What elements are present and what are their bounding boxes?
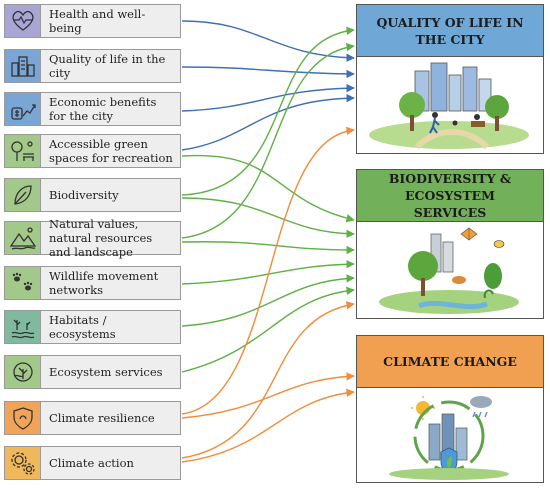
mountain-landscape-icon [5, 222, 41, 254]
item-label: Accessible green spaces for recreation [49, 137, 173, 165]
item-climate-action: Climate action [4, 446, 181, 480]
item-label: Biodiversity [49, 188, 119, 202]
item-biodiversity: Biodiversity [4, 178, 181, 212]
arrow-resilience-to-quality [181, 126, 355, 415]
item-label: Natural values, natural resources and la… [49, 217, 153, 259]
item-quality-of-life: Quality of life in the city [4, 49, 181, 83]
habitat-icon [5, 311, 41, 343]
arrow-biodiversity-to-bio [181, 197, 355, 238]
panel-title: CLIMATE CHANGE [357, 336, 543, 388]
item-label: Health and well-being [49, 7, 146, 35]
arrow-natural-to-quality [181, 42, 355, 239]
arrow-wildlife-to-bio [181, 260, 355, 285]
heart-pulse-icon [5, 5, 41, 37]
shield-icon [5, 402, 41, 434]
item-label: Climate resilience [49, 411, 155, 425]
item-ecosystem-services: Ecosystem services [4, 355, 181, 389]
city-park-illustration [357, 57, 543, 153]
city-buildings-icon [5, 50, 41, 82]
biodiversity-illustration [357, 222, 543, 318]
arrow-health-to-quality [181, 20, 355, 62]
item-economic-benefits: Economic benefits for the city [4, 92, 181, 126]
panel-quality-of-life: QUALITY OF LIFE IN THE CITY [356, 4, 544, 154]
gears-icon [5, 447, 41, 479]
item-natural-values: Natural values, natural resources and la… [4, 217, 181, 259]
arrow-quality-to-quality [181, 66, 355, 79]
arrow-green-spaces-to-biodiversity [181, 154, 355, 223]
panel-title: QUALITY OF LIFE IN THE CITY [357, 5, 543, 57]
panel-biodiversity-ecosystem: BIODIVERSITY & ECOSYSTEM SERVICES [356, 169, 544, 319]
arrow-action-to-bio [181, 301, 355, 459]
paw-prints-icon [5, 267, 41, 299]
arrow-resilience-to-climate [181, 372, 355, 419]
arrow-ecosystem-to-bio [181, 286, 355, 373]
item-label: Economic benefits for the city [49, 95, 157, 123]
item-label: Ecosystem services [49, 365, 163, 379]
arrow-natural-to-bio [181, 241, 355, 255]
item-habitats-ecosystems: Habitats / ecosystems [4, 310, 181, 344]
climate-city-illustration [357, 388, 543, 482]
item-climate-resilience: Climate resilience [4, 401, 181, 435]
panel-climate-change: CLIMATE CHANGE [356, 335, 544, 483]
leaf-icon [5, 179, 41, 211]
panel-title: BIODIVERSITY & ECOSYSTEM SERVICES [357, 170, 543, 222]
item-label: Climate action [49, 456, 134, 470]
item-label: Wildlife movement networks [49, 269, 159, 297]
item-label: Quality of life in the city [49, 52, 166, 80]
arrow-action-to-climate [181, 388, 355, 463]
arrow-green-spaces-to-quality [181, 93, 355, 151]
item-accessible-green-spaces: Accessible green spaces for recreation [4, 134, 181, 168]
item-label: Habitats / ecosystems [49, 313, 116, 341]
money-growth-icon [5, 93, 41, 125]
arrow-economic-to-quality [181, 83, 355, 112]
arrow-habitats-to-bio [181, 274, 355, 327]
park-bench-icon [5, 135, 41, 167]
item-wildlife-movement: Wildlife movement networks [4, 266, 181, 300]
item-health-well-being: Health and well-being [4, 4, 181, 38]
arrow-biodiversity-to-quality [181, 26, 355, 196]
ecosystem-icon [5, 356, 41, 388]
